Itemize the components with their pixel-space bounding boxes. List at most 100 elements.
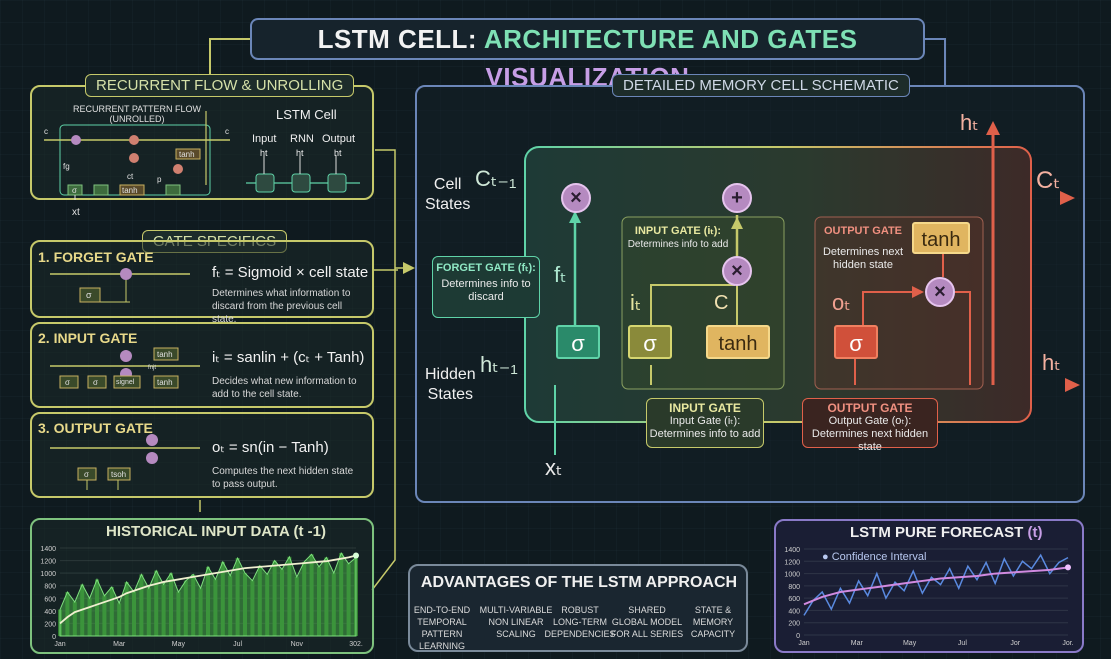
y-tick-label: 400 [788,608,800,615]
input-gate-sigma-1: σ [65,378,70,387]
col-input-label: Input [252,133,277,145]
output-tanh-box: tanh [912,222,970,254]
input-gate-inner-desc: Determines info to add [627,239,729,250]
recurrent-xt: xt [72,207,80,218]
forget-gate-formula: fₜ = Sigmoid × cell state [212,264,369,281]
forget-gate-card [30,240,374,318]
col-rnn-sub: ht [296,148,304,158]
c-t-label: Cₜ [1036,167,1061,194]
advantage-3: ROBUST LONG-TERM DEPENDENCIES [544,605,616,639]
y-tick-label: 1400 [40,546,56,553]
title-part2: ARCHITECTURE AND GATES [483,24,858,54]
forget-gate-sigma: σ [86,290,92,300]
y-tick-label: 200 [44,621,56,628]
h-prev-label: hₜ₋₁ [480,352,518,377]
y-tick-label: 1000 [784,572,800,579]
historical-chart-title: HISTORICAL INPUT DATA (t -1) [106,523,326,540]
input-gate-desc: Decides what new information to add to t… [212,376,357,400]
c-prev-label: Cₜ₋₁ [475,166,517,191]
forget-sigma-box: σ [556,325,600,359]
h-t-right-label: hₜ [1042,350,1061,375]
x-tick-label: Jan [54,641,65,648]
legend-dot-icon: ● [822,551,829,563]
col-input-sub: ht [260,148,268,158]
y-tick-label: 1000 [40,571,56,578]
output-gate-desc: Computes the next hidden state to pass o… [212,466,354,490]
y-tick-label: 0 [52,634,56,641]
y-tick-label: 400 [44,609,56,616]
input-gate-inner-title: INPUT GATE (iₜ): [634,225,722,237]
recurrent-p: p [157,175,162,184]
recurrent-flow-header: RECURRENT FLOW & UNROLLING [85,74,355,97]
recurrent-tanh: tanh [122,186,138,195]
schematic-header: DETAILED MEMORY CELL SCHEMATIC [612,74,910,97]
x-tick-label: Mar [113,641,126,648]
historical-area [59,551,357,637]
output-gate-bottom-title: OUTPUT GATE [827,401,913,415]
input-multiply-circle: × [722,256,752,286]
y-tick-label: 200 [788,621,800,628]
main-title: LSTM CELL: ARCHITECTURE AND GATES VISUAL… [250,18,925,92]
advantages-panel [408,564,748,652]
recurrent-subtitle: RECURRENT PATTERN FLOW (UNROLLED) [72,104,201,124]
recurrent-tanh-2: tanh [179,150,195,159]
output-gate-sigma: σ [84,470,89,479]
y-tick-label: 600 [44,596,56,603]
forecast-chart-title: LSTM PURE FORECAST [850,524,1024,541]
output-gate-bottom-desc: Output Gate (oₜ): Determines next hidden… [811,415,929,453]
title-part1: LSTM CELL: [317,24,478,54]
output-gate-mini-diagram [50,434,200,490]
x-tick-label: May [903,640,917,647]
input-gate-formula: iₜ = sanlin + (cₜ + Tanh) [212,349,365,366]
output-gate-formula: oₜ = sn(in − Tanh) [212,439,329,456]
y-tick-label: 800 [44,584,56,591]
input-gate-bottom-desc: Input Gate (iₜ): Determines info to add [649,415,761,440]
historical-trend-line [59,554,357,625]
col-output-sub: ht [334,148,342,158]
recurrent-ct: ct [127,172,134,181]
hidden-states-label: Hidden States [425,366,476,403]
x-tick-label: Jan [798,640,809,647]
input-gate-signel: signel [116,379,135,386]
recurrent-c-right: c [225,127,229,136]
forget-gate-info-title: FORGET GATE (fₜ): [436,262,536,274]
advantage-1: END-TO-END TEMPORAL PATTERN LEARNING [413,605,471,651]
advantages-title: ADVANTAGES OF THE LSTM APPROACH [420,574,738,591]
input-gate-title: 2. INPUT GATE [38,330,138,346]
advantage-4: SHARED GLOBAL MODEL FOR ALL SERIES [610,605,684,639]
forget-gate-desc: Determines what information to discard f… [212,288,351,325]
forget-gate-mini-diagram [50,268,190,303]
forecast-legend: ● Confidence Interval [822,551,927,563]
x-tick-label: Jul [233,641,242,648]
input-gate-sigma-2: σ [93,378,98,387]
recurrent-diagram [44,111,360,200]
forecast-series-line [803,553,1069,616]
h-t-top-label: hₜ [960,110,979,135]
input-tanh-box: tanh [706,325,770,359]
forecast-chart-title-suffix: (t) [1027,524,1043,541]
forecast-trend-line [803,566,1069,606]
forget-gate-title: 1. FORGET GATE [38,249,154,265]
forecast-chart-panel [774,519,1084,653]
input-gate-tanh-1: tanh [157,350,173,359]
recurrent-c-left: c [44,127,48,136]
col-rnn-label: RNN [290,133,314,145]
output-gate-tsoh: tsoh [111,470,127,479]
input-gate-inner-info: INPUT GATE (iₜ): Determines info to add [623,225,733,255]
y-tick-label: 800 [788,584,800,591]
col-output-label: Output [322,133,356,145]
recurrent-fg: fg [63,162,70,171]
y-tick-label: 1200 [40,559,56,566]
output-sigma-box: σ [834,325,878,359]
y-tick-label: 0 [796,633,800,640]
output-gate-inner-title: OUTPUT GATE [823,225,902,237]
x-t-label: xₜ [545,455,563,480]
c-mid-label: C [714,292,729,314]
input-gate-bottom-info: INPUT GATE Input Gate (iₜ): Determines i… [646,398,764,448]
x-tick-label: May [172,641,186,648]
input-gate-bottom-title: INPUT GATE [669,401,741,415]
output-gate-inner-info: OUTPUT GATE Determines next hidden state [818,225,908,275]
input-gate-card [30,322,374,408]
